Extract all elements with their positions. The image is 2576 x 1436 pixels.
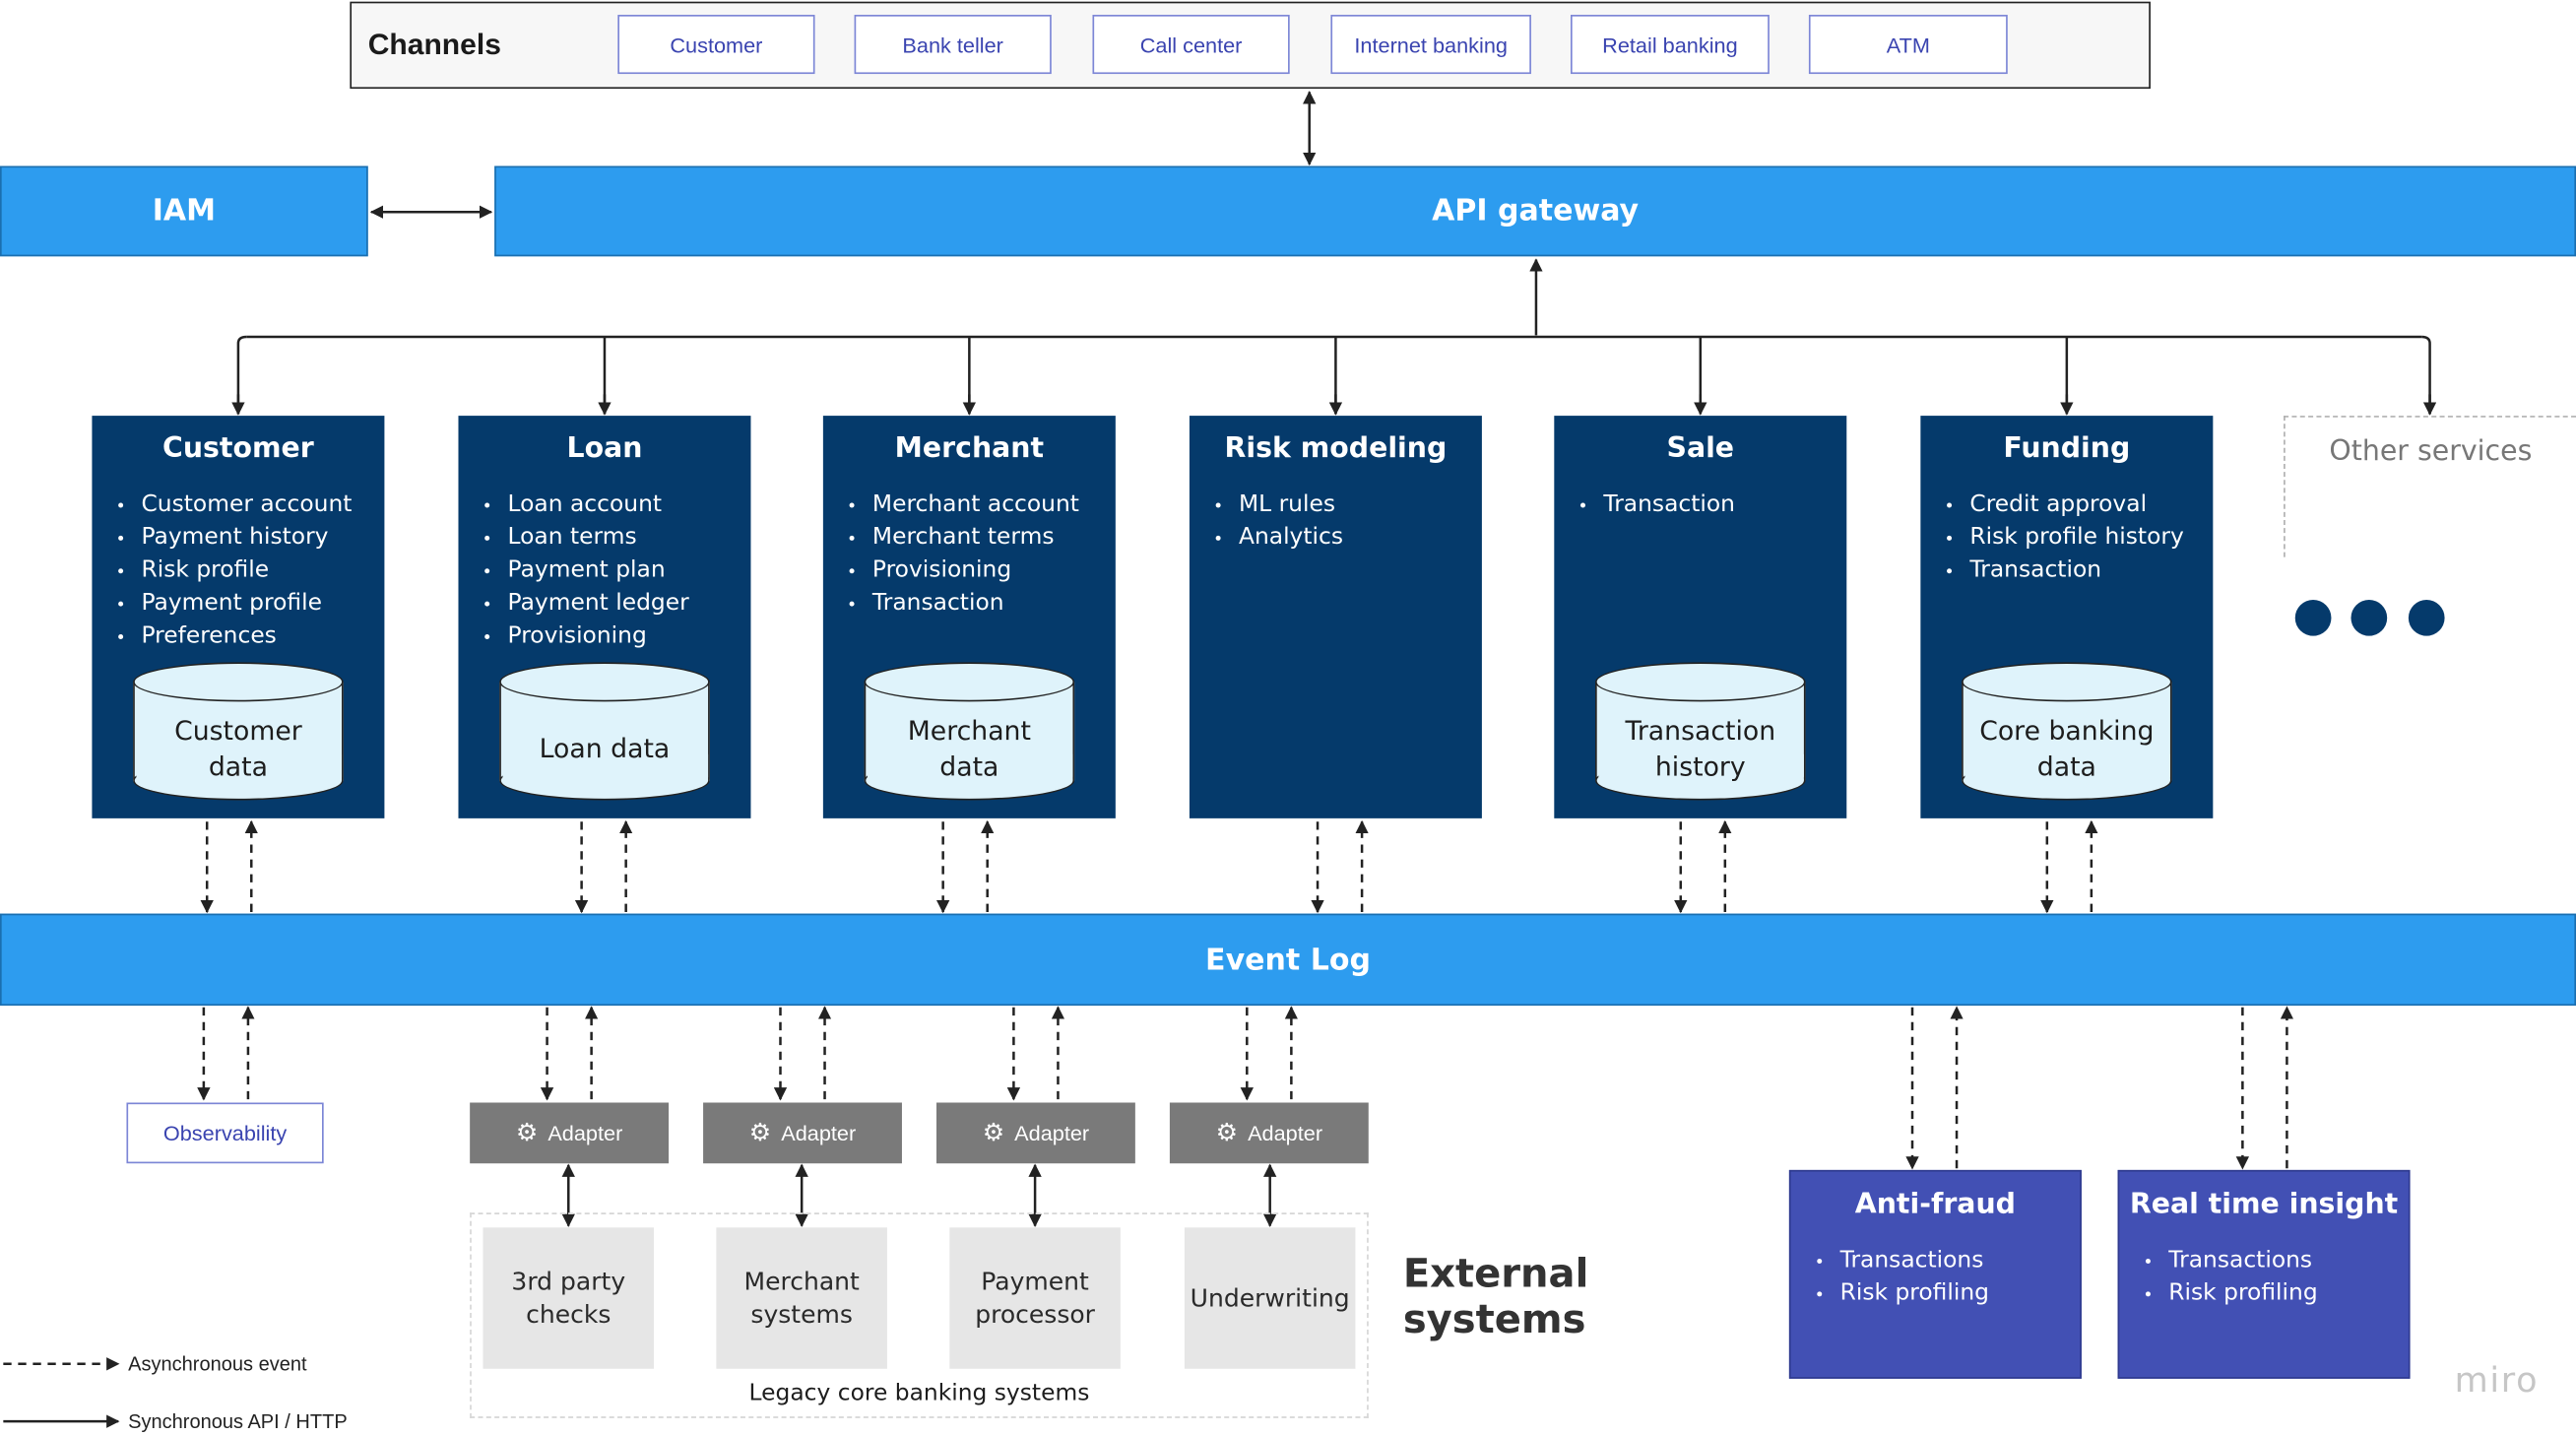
channels-title: Channels: [367, 27, 501, 60]
channel-customer[interactable]: Customer: [617, 15, 815, 75]
service-risk-modeling[interactable]: Risk modeling ML rules Analytics: [1189, 416, 1482, 818]
list-item: Risk profiling: [2143, 1276, 2409, 1309]
service-title: Sale: [1666, 431, 1735, 466]
ellipsis-dot-icon: [2294, 599, 2332, 636]
service-capabilities: Merchant account Merchant terms Provisio…: [823, 489, 1116, 620]
database-label: Loan data: [539, 733, 671, 764]
list-item: Payment plan: [482, 554, 751, 586]
gateway-drop-line: [2421, 335, 2431, 415]
miro-logo: miro: [2454, 1360, 2540, 1401]
list-item: Credit approval: [1944, 489, 2214, 521]
adapter-label: Adapter: [547, 1120, 623, 1145]
adapter-label: Adapter: [1014, 1120, 1090, 1145]
list-item: Transaction: [1578, 489, 1847, 521]
service-capabilities: Transaction: [1554, 489, 1846, 521]
list-item: Transaction: [1944, 554, 2214, 586]
list-item: Loan account: [482, 489, 751, 521]
channel-internet-banking[interactable]: Internet banking: [1330, 15, 1531, 75]
list-item: Merchant terms: [846, 521, 1116, 554]
service-title: Loan: [566, 431, 643, 466]
ellipsis-dot-icon: [2351, 599, 2388, 636]
adapter-payment-processor[interactable]: ⚙ Adapter: [935, 1102, 1135, 1164]
gear-icon: ⚙: [1215, 1119, 1239, 1147]
adapter-underwriting[interactable]: ⚙ Adapter: [1169, 1102, 1369, 1164]
legend-async-label: Asynchronous event: [128, 1352, 307, 1376]
service-title: Merchant: [894, 431, 1045, 466]
list-item: Preferences: [115, 620, 385, 652]
list-item: Risk profile history: [1944, 521, 2214, 554]
gear-icon: ⚙: [515, 1119, 539, 1147]
list-item: Provisioning: [846, 554, 1116, 586]
channel-retail-banking[interactable]: Retail banking: [1570, 15, 1770, 75]
list-item: Provisioning: [482, 620, 751, 652]
list-item: Customer account: [115, 489, 385, 521]
service-title: Customer: [162, 431, 314, 466]
channel-call-center[interactable]: Call center: [1092, 15, 1290, 75]
observability-box[interactable]: Observability: [126, 1102, 324, 1164]
list-item: Transactions: [1814, 1244, 2080, 1276]
list-item: Risk profile: [115, 554, 385, 586]
service-capabilities: Credit approval Risk profile history Tra…: [1920, 489, 2213, 587]
iam-block[interactable]: IAM: [0, 165, 368, 257]
adapter-merchant-systems[interactable]: ⚙ Adapter: [703, 1102, 902, 1164]
legend-sync-label: Synchronous API / HTTP: [128, 1409, 348, 1433]
adapter-3rd-party[interactable]: ⚙ Adapter: [470, 1102, 670, 1164]
list-item: ML rules: [1212, 489, 1482, 521]
external-title: Anti-fraud: [1854, 1188, 2016, 1221]
other-services[interactable]: Other services: [2284, 416, 2576, 557]
api-gateway[interactable]: API gateway: [494, 165, 2576, 257]
external-anti-fraud[interactable]: Anti-fraud Transactions Risk profiling: [1788, 1169, 2082, 1379]
channel-atm[interactable]: ATM: [1808, 15, 2008, 75]
gear-icon: ⚙: [748, 1119, 772, 1147]
list-item: Transaction: [846, 587, 1116, 620]
list-item: Merchant account: [846, 489, 1116, 521]
service-capabilities: ML rules Analytics: [1190, 489, 1482, 555]
list-item: Loan terms: [482, 521, 751, 554]
event-log[interactable]: Event Log: [0, 913, 2576, 1007]
list-item: Analytics: [1212, 521, 1482, 554]
external-real-time-insight[interactable]: Real time insight Transactions Risk prof…: [2117, 1169, 2411, 1379]
ellipsis-dot-icon: [2408, 599, 2445, 636]
adapter-label: Adapter: [781, 1120, 857, 1145]
database-loan-data: Loan data: [499, 662, 710, 801]
external-capabilities: Transactions Risk profiling: [1791, 1244, 2081, 1310]
service-capabilities: Loan account Loan terms Payment plan Pay…: [458, 489, 750, 653]
external-systems-title: External systems: [1402, 1250, 1589, 1343]
external-title: Real time insight: [2129, 1188, 2399, 1221]
list-item: Risk profiling: [1814, 1276, 2080, 1309]
gateway-drop-line: [236, 335, 247, 415]
service-title: Risk modeling: [1224, 431, 1448, 466]
gear-icon: ⚙: [982, 1119, 1005, 1147]
list-item: Payment ledger: [482, 587, 751, 620]
adapter-label: Adapter: [1248, 1120, 1323, 1145]
service-capabilities: Customer account Payment history Risk pr…: [92, 489, 384, 653]
external-capabilities: Transactions Risk profiling: [2119, 1244, 2409, 1310]
service-title: Funding: [2003, 431, 2131, 466]
list-item: Transactions: [2143, 1244, 2409, 1276]
legacy-systems-frame: [470, 1212, 1369, 1418]
channel-bank-teller[interactable]: Bank teller: [854, 15, 1052, 75]
legacy-systems-label: Legacy core banking systems: [748, 1380, 1090, 1407]
list-item: Payment profile: [115, 587, 385, 620]
legacy-underwriting[interactable]: Underwriting: [1184, 1227, 1356, 1369]
list-item: Payment history: [115, 521, 385, 554]
